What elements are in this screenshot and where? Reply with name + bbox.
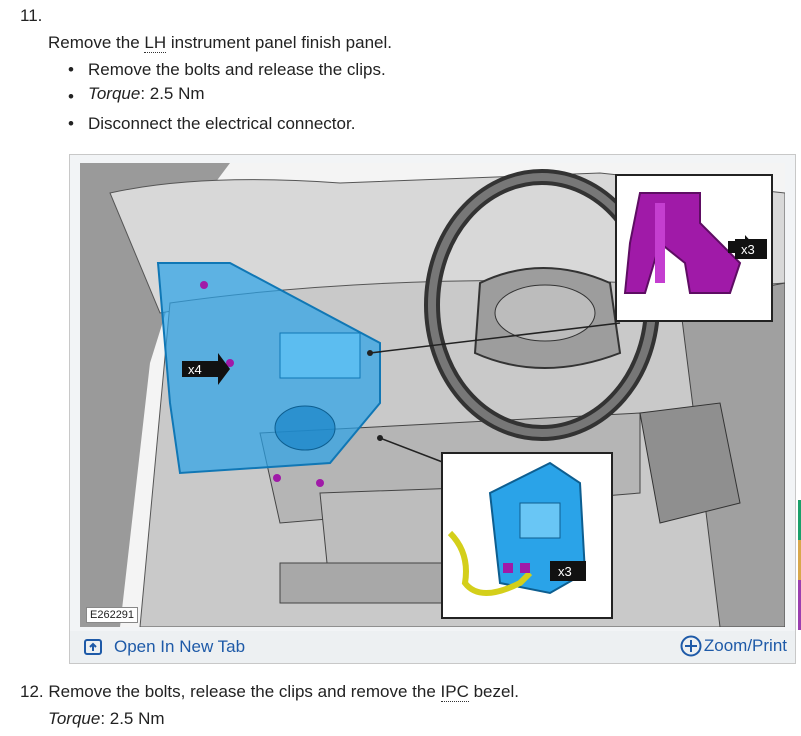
figure-id-label: E262291 — [86, 607, 139, 623]
open-in-new-tab-link[interactable]: Open In New Tab — [84, 637, 245, 657]
torque-label: Torque — [88, 84, 141, 103]
bullet-remove-bolts: Remove the bolts and release the clips. — [68, 58, 386, 85]
step-11-text-before: Remove the — [48, 33, 145, 52]
step-11-text-after: instrument panel finish panel. — [166, 33, 392, 52]
illustration-svg: x4 x3 x3 — [80, 163, 785, 627]
step-12-torque-label: Torque — [48, 709, 101, 728]
step-12-instruction: 12. Remove the bolts, release the clips … — [20, 682, 519, 702]
zoom-print-label: Zoom/Print — [703, 636, 787, 655]
step-11-instruction: Remove the LH instrument panel finish pa… — [48, 33, 392, 53]
ipc-abbreviation[interactable]: IPC — [440, 682, 469, 702]
step-11-number: 11. — [20, 6, 43, 25]
open-in-new-tab-label: Open In New Tab — [114, 637, 246, 656]
clips-callout-label: x3 — [741, 242, 755, 257]
step-11-bullet-list: Remove the bolts and release the clips. … — [68, 58, 386, 139]
torque-value: : 2.5 Nm — [140, 84, 205, 103]
step-12-torque-value: : 2.5 Nm — [100, 709, 165, 728]
open-new-tab-icon — [84, 639, 102, 655]
bolts-callout-arrow — [182, 353, 230, 385]
step-12-torque: Torque: 2.5 Nm — [48, 709, 165, 729]
zoom-print-link[interactable]: Zoom/Print — [680, 635, 787, 657]
right-edge-strip — [798, 500, 801, 630]
instrument-panel-illustration[interactable]: x4 x3 x3 E262291 — [80, 163, 785, 627]
step-12-prefix: 12. Remove the bolts, release the clips … — [20, 682, 441, 701]
bolts-callout-label: x4 — [188, 362, 202, 377]
figure-toolbar: Open In New Tab Zoom/Print — [70, 631, 795, 663]
connector-callout-label: x3 — [558, 564, 572, 579]
figure-panel: x4 x3 x3 E262291 Open In New Ta — [69, 154, 796, 664]
lh-abbreviation[interactable]: LH — [144, 33, 167, 53]
zoom-plus-icon — [680, 635, 702, 657]
bullet-spacer — [68, 85, 386, 112]
step-12-suffix: bezel. — [468, 682, 519, 701]
bullet-disconnect-connector: Disconnect the electrical connector. — [68, 112, 386, 139]
step-11-torque: Torque: 2.5 Nm — [88, 84, 205, 104]
